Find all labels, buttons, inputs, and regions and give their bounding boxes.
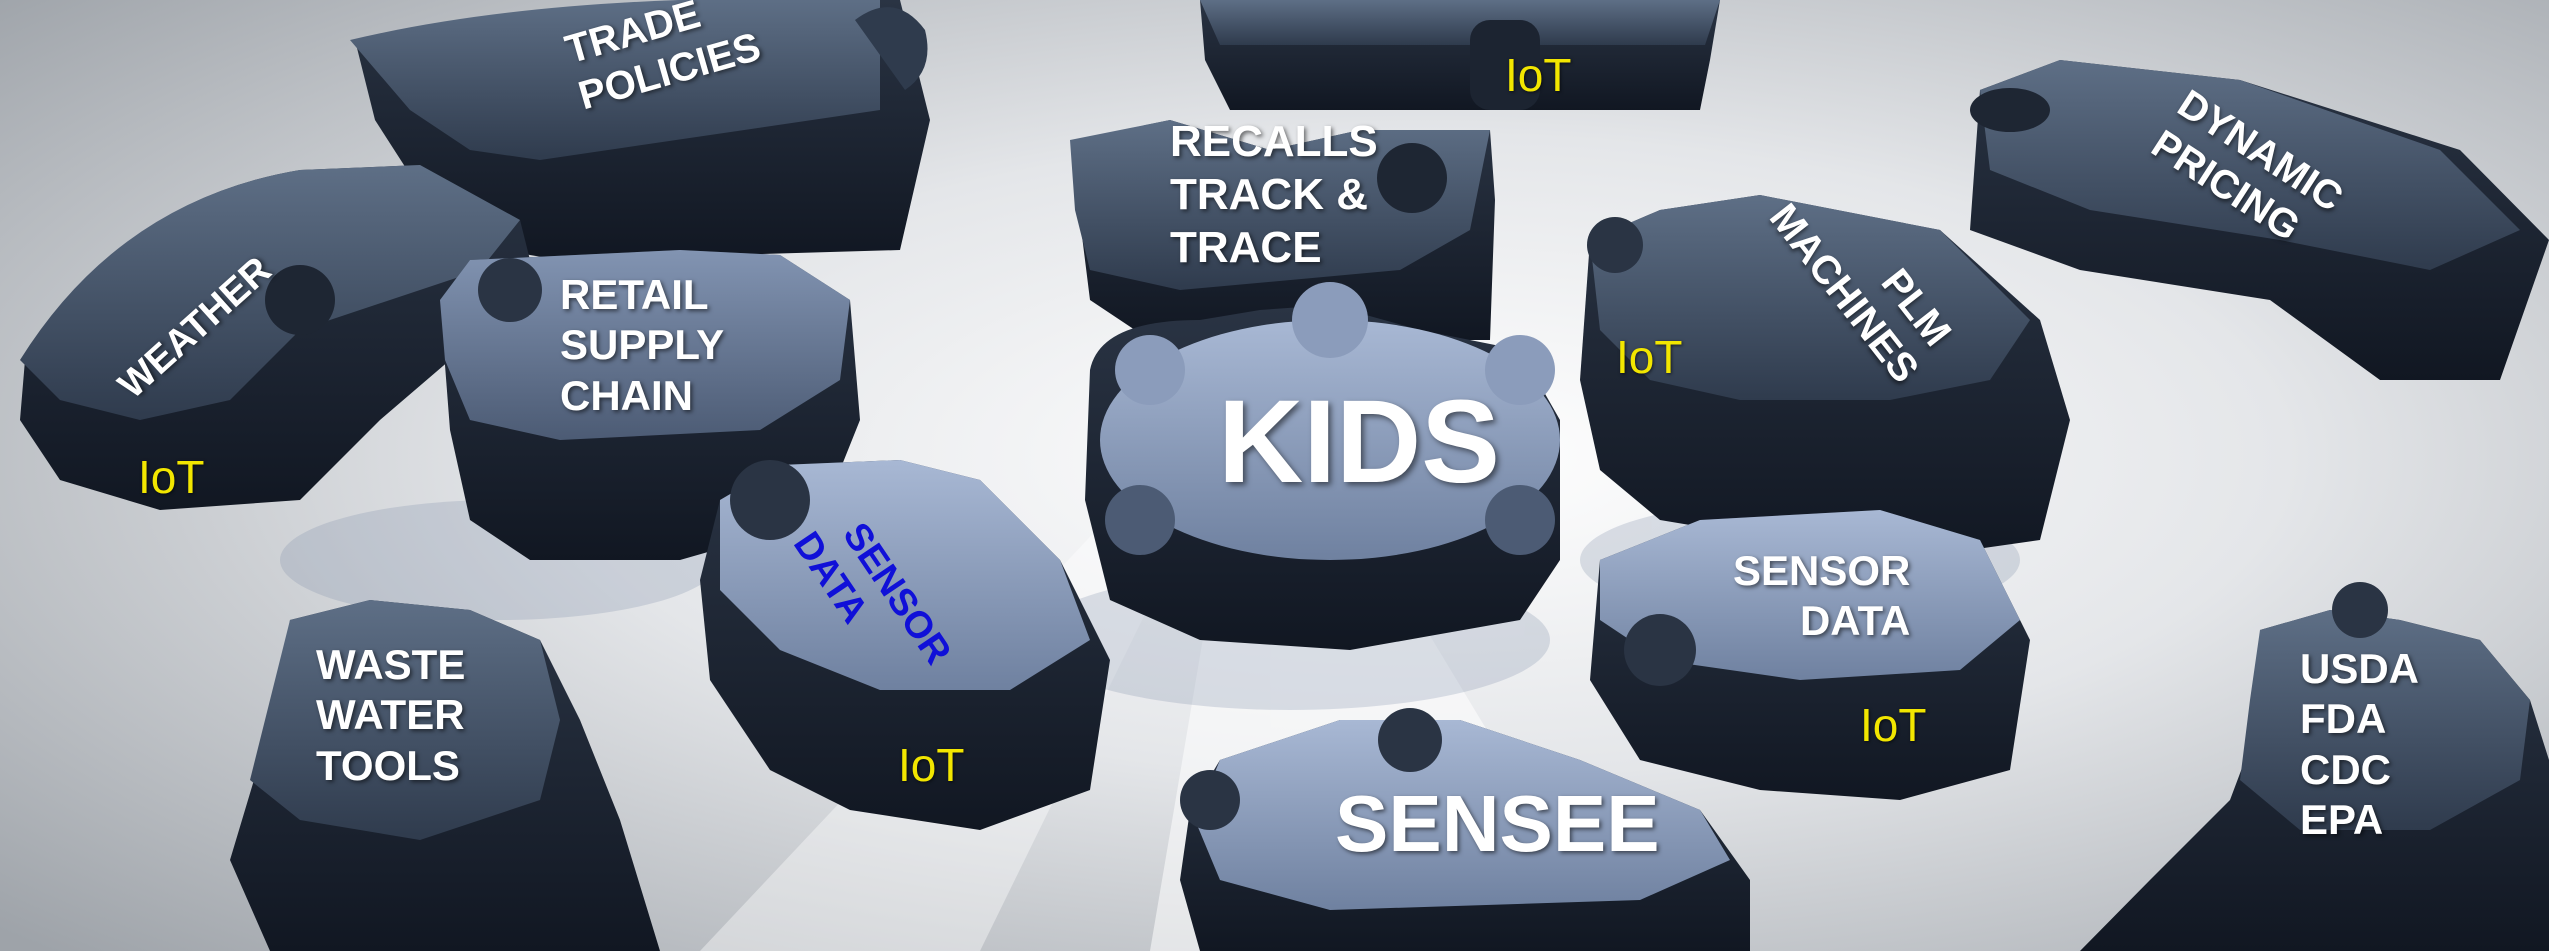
- piece-waste-water-tools: [230, 600, 660, 951]
- waste-line-2: WATER: [316, 691, 465, 739]
- piece-weather: [20, 165, 540, 510]
- recalls-line-3: TRACE: [1170, 222, 1322, 272]
- piece-sensor-data-left: [700, 460, 1110, 830]
- piece-kids: [1085, 282, 1560, 650]
- iot-label-sensor-left: IoT: [898, 739, 965, 791]
- recalls-line-1: RECALLS: [1170, 117, 1378, 166]
- piece-plm-machines: [1580, 195, 2070, 560]
- piece-dynamic-pricing: [1970, 60, 2549, 380]
- sensor-right-line-1: SENSOR: [1733, 547, 1911, 594]
- waste-line-3: TOOLS: [316, 741, 460, 789]
- label-sensee: SENSEE: [1335, 779, 1660, 868]
- label-waste-water-tools: WASTE WATER TOOLS: [316, 640, 465, 791]
- regulators-line-2: FDA: [2300, 695, 2387, 743]
- sensor-right-line-2: DATA: [1799, 597, 1911, 645]
- recalls-line-2: TRACK &: [1170, 169, 1368, 219]
- iot-label-weather: IoT: [138, 451, 205, 503]
- label-recalls: RECALLS TRACK & TRACE: [1170, 116, 1378, 274]
- label-kids: KIDS: [1218, 376, 1500, 508]
- regulators-line-1: USDA: [2300, 645, 2420, 692]
- piece-sensor-data-right: [1590, 510, 2030, 800]
- piece-regulators: [2080, 582, 2549, 951]
- iot-label-top: IoT: [1505, 49, 1572, 101]
- label-regulators: USDA FDA CDC EPA: [2300, 644, 2419, 846]
- piece-recalls: [1070, 120, 1495, 340]
- iot-label-plm: IoT: [1616, 331, 1683, 383]
- retail-line-3: CHAIN: [560, 371, 693, 419]
- regulators-line-3: CDC: [2300, 745, 2391, 793]
- piece-sensee: [1180, 708, 1750, 951]
- label-sensor-data-right: SENSOR DATA: [1733, 546, 1910, 647]
- label-retail-supply-chain: RETAIL SUPPLY CHAIN: [560, 270, 724, 421]
- piece-iot-top: [1200, 0, 1720, 110]
- piece-trade-policies: [350, 0, 930, 260]
- retail-line-1: RETAIL: [560, 271, 709, 318]
- iot-label-sensor-right: IoT: [1860, 699, 1927, 751]
- regulators-line-4: EPA: [2300, 796, 2384, 844]
- retail-line-2: SUPPLY: [560, 321, 725, 369]
- waste-line-1: WASTE: [316, 641, 466, 688]
